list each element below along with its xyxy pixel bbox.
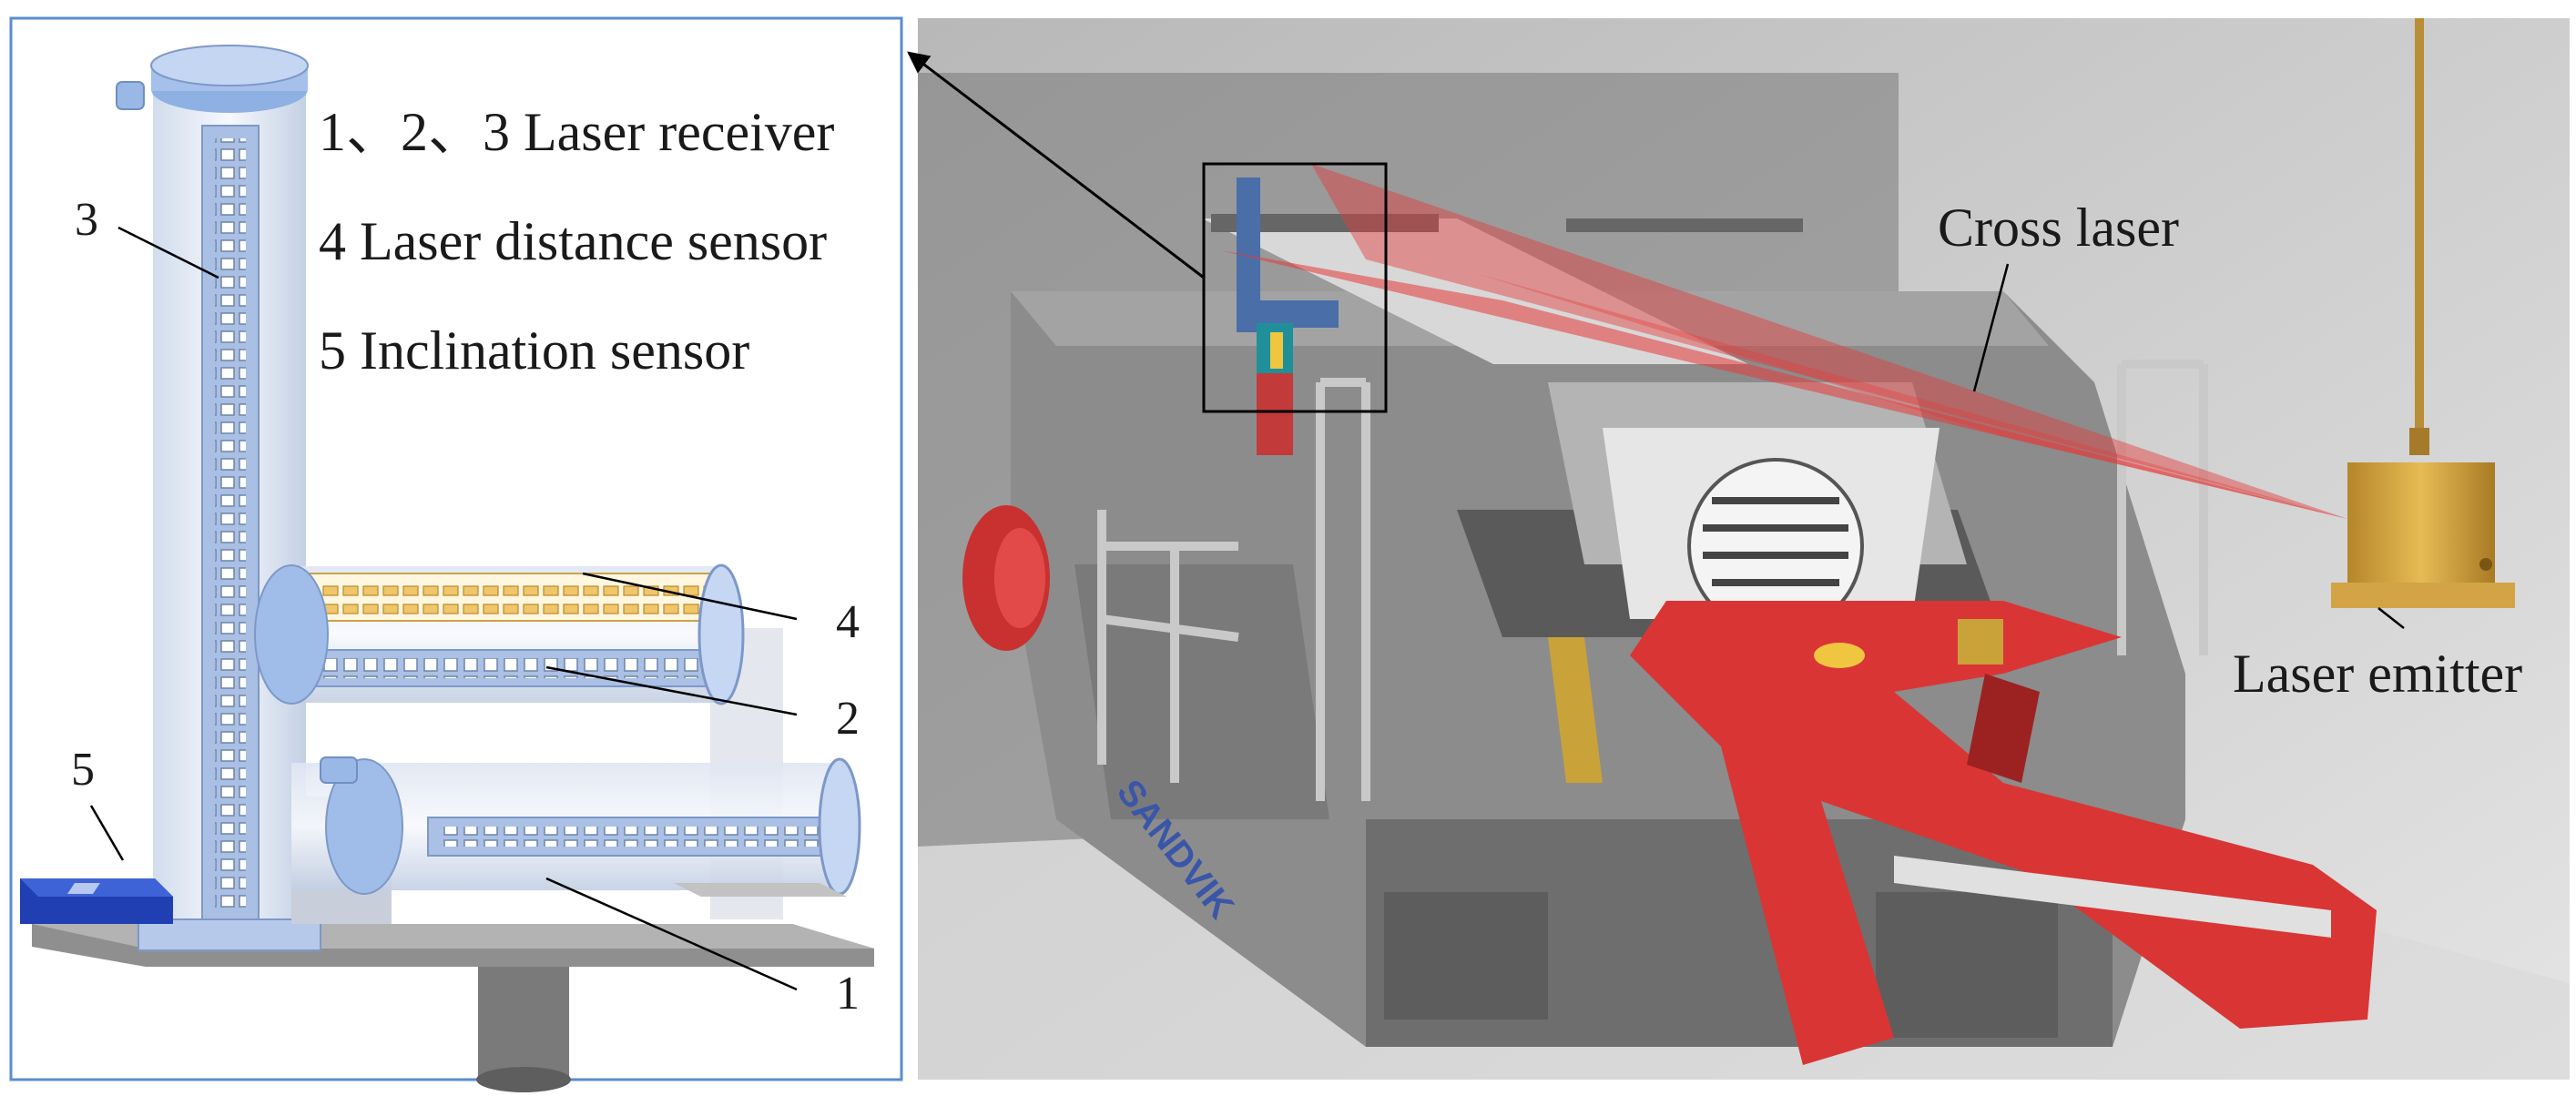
cross-laser-label: Cross laser [1938,198,2179,258]
legend-line-2: 4 Laser distance sensor [319,211,827,271]
legend-line-3: 5 Inclination sensor [319,320,749,381]
sensor-detail-panel: 1、2、3 Laser receiver 4 Laser distance se… [9,16,903,1092]
cross-laser-leader [1972,263,2010,392]
leader-2 [545,665,798,716]
laser-emitter [2331,18,2515,608]
part-number-3: 3 [75,194,98,246]
leader-1 [545,877,798,991]
support-post [478,965,569,1080]
part-number-1: 1 [836,968,860,1020]
cutter-head [1603,428,1940,634]
laser-emitter-leader [2377,607,2405,629]
mounted-receiver-assembly [1237,178,1339,455]
part-number-2: 2 [836,693,860,745]
legend-line-1: 1、2、3 Laser receiver [319,102,834,162]
red-conveyor-boom [1630,601,2377,1065]
detail-link-arrow [907,51,1205,279]
leader-4 [582,572,798,621]
cross-laser-beams [1220,164,2347,519]
roadheader-machine: SANDVIK [962,214,2377,1065]
leader-3 [117,226,219,279]
part-number-5: 5 [71,744,95,796]
lower-horizontal-assembly [291,756,861,924]
receiver-highlight-box [1202,162,1388,413]
part-number-4: 4 [836,596,860,648]
part-leader-lines [89,226,798,991]
inclination-sensor [20,878,173,924]
laser-emitter-label: Laser emitter [2233,644,2522,704]
vertical-laser-receiver [116,45,321,951]
machine-scene-panel: SANDVIK Cr [918,18,2570,1080]
leader-5 [89,805,125,861]
